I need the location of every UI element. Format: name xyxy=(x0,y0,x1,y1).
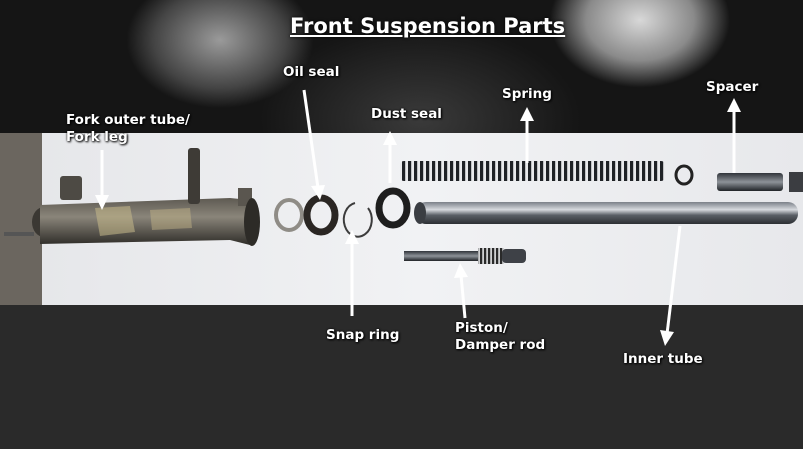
annotation-arrows xyxy=(95,89,741,346)
dust-seal-part xyxy=(375,187,411,229)
oil-seal-part xyxy=(303,194,339,236)
snap-ring-part xyxy=(342,202,373,238)
label-fork-outer-tube-line2: Fork leg xyxy=(66,129,128,145)
label-piston: Piston/ Damper rod xyxy=(455,320,545,354)
inner-tube-end xyxy=(414,202,426,224)
background-top xyxy=(0,0,803,135)
label-piston-line2: Damper rod xyxy=(455,337,546,353)
inner-tube-part xyxy=(416,202,798,224)
washer-part xyxy=(274,198,304,232)
label-inner-tube: Inner tube xyxy=(623,351,703,367)
spacer-part xyxy=(717,173,783,191)
label-snap-ring: Snap ring xyxy=(326,327,400,343)
label-fork-outer-tube-line1: Fork outer tube/ xyxy=(66,112,190,128)
fork-outer-tube-part xyxy=(4,148,260,246)
damper-rod-part xyxy=(404,248,526,264)
label-spring: Spring xyxy=(502,86,552,102)
spring-washer-part xyxy=(674,164,694,186)
diagram-title: Front Suspension Parts xyxy=(290,14,566,38)
label-dust-seal: Dust seal xyxy=(371,106,442,122)
label-spacer: Spacer xyxy=(706,79,759,95)
label-oil-seal: Oil seal xyxy=(283,64,340,80)
spring-part xyxy=(400,161,665,181)
spacer-cap xyxy=(789,172,803,192)
label-fork-outer-tube: Fork outer tube/ Fork leg xyxy=(66,112,190,146)
label-piston-line1: Piston/ xyxy=(455,320,508,336)
